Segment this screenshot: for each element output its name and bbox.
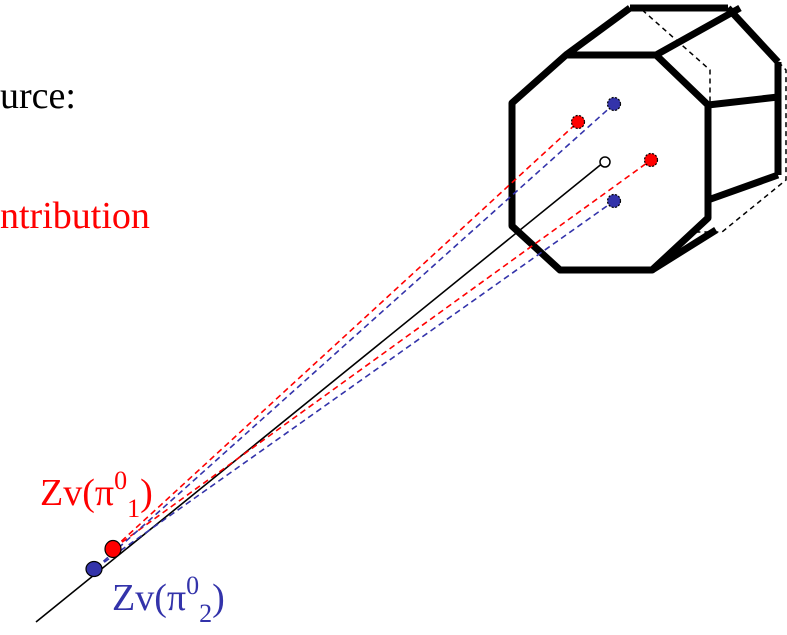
vertex-1-label-sup: 0	[114, 466, 127, 495]
detector-back-face	[639, 7, 787, 233]
detector-edge-top-right	[725, 5, 781, 65]
detector-edge-top	[563, 5, 633, 58]
hit-marker-red-1	[570, 114, 586, 130]
vertex-2-label-close: )	[212, 577, 225, 619]
blue-photon-line-2	[95, 200, 615, 569]
vertex-1-label-sub: 1	[127, 494, 140, 523]
vertex-2-dot	[85, 560, 103, 578]
photon-lines-vertex-1	[113, 121, 652, 549]
vertex-2-label-base: Zv(π	[112, 577, 186, 619]
detector-edge-middle	[707, 93, 779, 109]
detector-center-marker	[599, 156, 611, 168]
vertex-1-label-base: Zv(π	[40, 472, 114, 514]
vertex-1-label: Zv(π01)	[40, 466, 153, 523]
vertex-2-label-sub: 2	[199, 599, 212, 628]
vertex-1-label-close: )	[140, 472, 153, 514]
red-photon-line-2	[113, 159, 652, 549]
vertex-1-dot	[104, 539, 122, 559]
red-photon-line-1	[113, 121, 579, 549]
partial-text-contribution: ntribution	[0, 195, 150, 237]
photon-lines-vertex-2	[95, 103, 615, 569]
detector-edge-upper-right	[654, 4, 742, 59]
vertex-2-label-sup: 0	[186, 571, 199, 600]
hit-marker-blue-1	[606, 96, 622, 112]
detector-edge-lower	[706, 171, 780, 204]
partial-text-source: urce:	[0, 75, 76, 117]
hit-marker-blue-2	[606, 193, 622, 209]
blue-photon-line-1	[95, 103, 615, 569]
hit-marker-red-2	[643, 152, 659, 168]
vertex-2-label: Zv(π02)	[112, 571, 225, 628]
beam-axis-line	[35, 161, 605, 623]
